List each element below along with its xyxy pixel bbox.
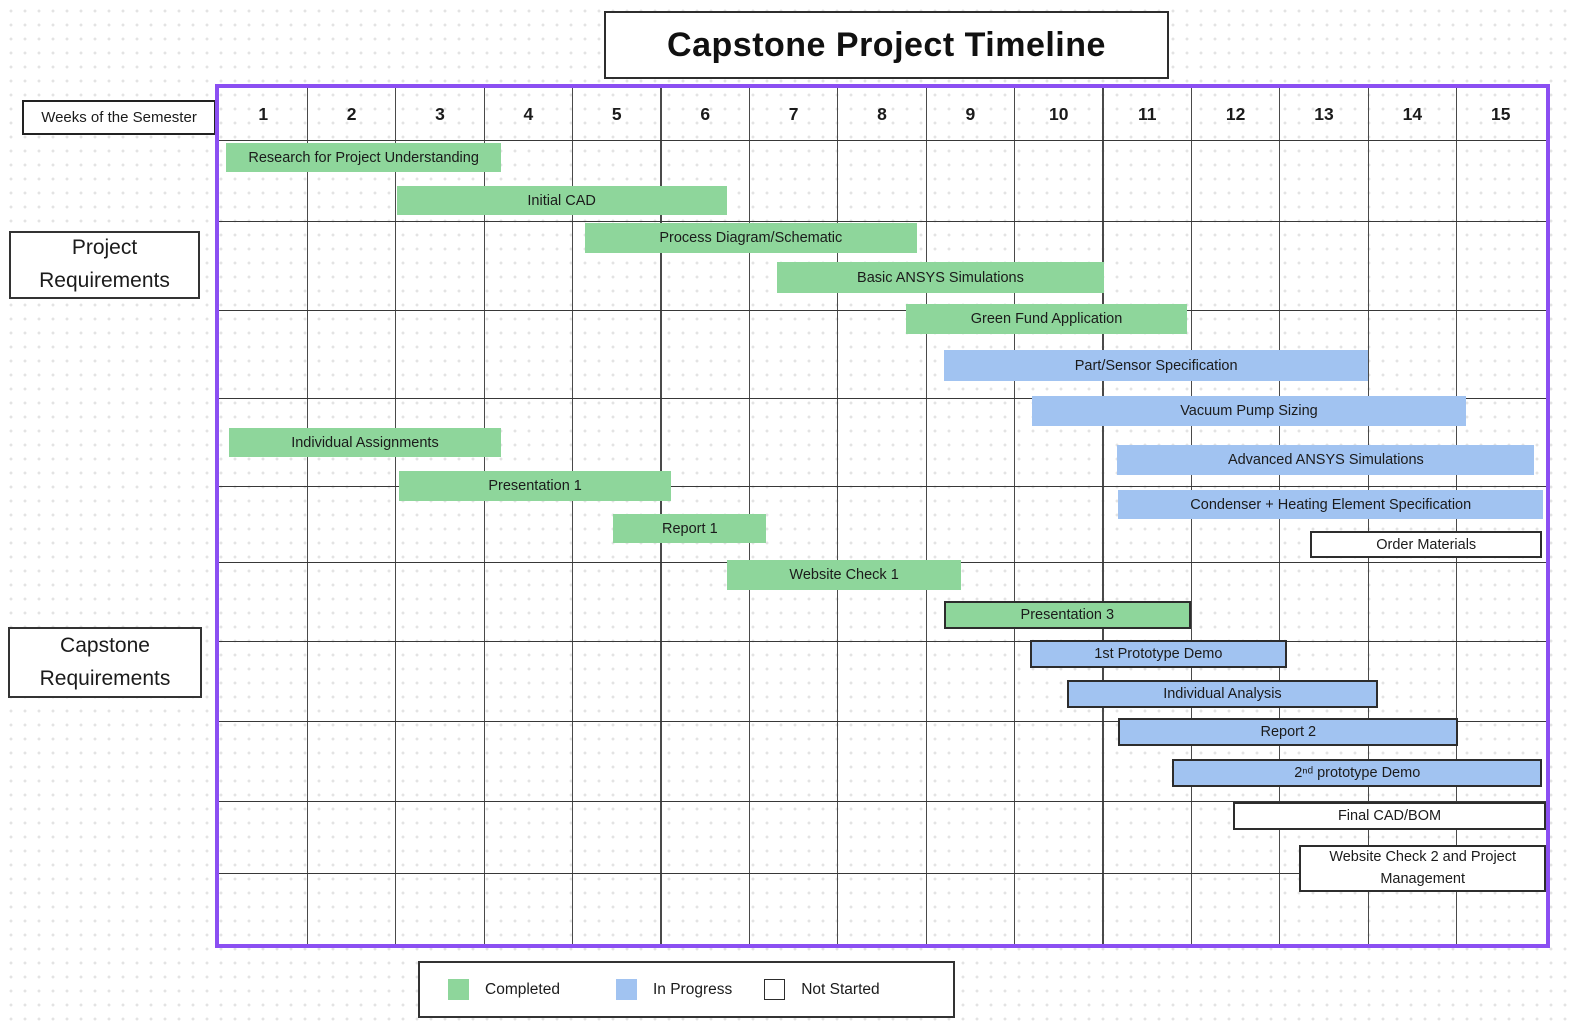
task-label: Order Materials [1376,536,1477,553]
task-label: Website Check 1 [789,567,899,583]
task-bar: Process Diagram/Schematic [585,223,917,253]
task-label: Final CAD/BOM [1337,808,1442,824]
task-label: Part/Sensor Specification [1074,357,1238,374]
grid-vline [1013,88,1016,944]
grid-hline [219,140,1546,142]
task-label: Individual Analysis [1163,686,1282,702]
grid-vline [395,88,397,944]
week-number: 7 [788,103,799,124]
task-bar: Individual Analysis [1066,680,1379,708]
grid-hline [219,641,1546,643]
grid-hline [219,486,1546,488]
task-label: Basic ANSYS Simulations [857,269,1024,286]
task-bar: Final CAD/BOM [1233,802,1546,830]
task-bar: Presentation 3 [943,601,1191,629]
grid-vline [925,88,927,944]
week-number: 6 [700,103,711,124]
task-bar: Green Fund Application [905,304,1188,334]
grid-hline [219,801,1546,803]
task-bar: Report 2 [1118,718,1459,746]
title-box: Capstone Project Timeline [604,11,1169,79]
grid-hline [219,721,1546,723]
task-label: Green Fund Application [970,311,1123,327]
legend-swatch-in_progress [615,979,637,1000]
week-number: 8 [877,103,887,124]
task-bar: Individual Assignments [228,428,502,457]
task-label: 2ⁿᵈ prototype Demo [1294,765,1421,781]
grid-hline [219,398,1546,400]
task-bar: Order Materials [1309,531,1543,558]
legend-item: In Progress [615,979,733,1000]
grid-vline [306,88,309,944]
legend-label: Not Started [801,980,880,998]
task-bar: Website Check 1 [727,560,961,590]
week-number: 1 [258,103,269,124]
week-number: 9 [965,103,976,124]
task-label: Research for Project Understanding [248,149,479,166]
task-bar: 1st Prototype Demo [1029,640,1287,668]
task-label: Report 1 [662,520,718,537]
task-bar: Research for Project Understanding [226,143,502,172]
task-label: Vacuum Pump Sizing [1180,403,1318,419]
week-number: 2 [346,103,357,124]
legend-swatch-completed [448,979,469,1000]
grid-vline [571,88,574,944]
page-title: Capstone Project Timeline [667,25,1106,64]
section-label-capstone-requirements: Capstone Requirements [8,627,202,698]
grid-hline [219,873,1546,875]
week-number: 15 [1491,103,1511,124]
week-number: 3 [435,103,445,124]
task-bar: Report 1 [613,514,767,543]
task-label: Condenser + Heating Element Specificatio… [1190,496,1472,513]
week-number: 4 [523,103,534,124]
grid-vline [1102,88,1104,944]
week-number: 12 [1225,103,1246,124]
grid-vline [483,88,485,944]
task-label: Presentation 3 [1020,607,1115,623]
section-label-project-requirements: Project Requirements [9,231,200,299]
legend-label: In Progress [652,980,733,998]
task-label: Process Diagram/Schematic [659,230,843,246]
grid-vline [837,88,839,944]
week-number: 14 [1402,103,1423,124]
task-label: Website Check 2 and Project Management [1329,848,1517,887]
task-bar: Advanced ANSYS Simulations [1117,445,1535,475]
week-number: 5 [611,103,622,124]
week-number: 11 [1137,103,1157,124]
task-label: Presentation 1 [488,478,582,494]
week-axis-label-box: Weeks of the Semester [22,100,216,135]
task-label: Report 2 [1260,724,1317,740]
task-bar: Website Check 2 and Project Management [1299,845,1546,892]
task-label: Advanced ANSYS Simulations [1227,452,1424,468]
task-label: 1st Prototype Demo [1094,646,1223,662]
grid-hline [219,221,1546,223]
legend-item: Not Started [764,979,880,1000]
week-axis-label: Weeks of the Semester [41,109,197,126]
task-bar: Vacuum Pump Sizing [1032,396,1466,426]
task-bar: 2ⁿᵈ prototype Demo [1172,759,1543,787]
task-bar: Basic ANSYS Simulations [776,262,1104,293]
task-label: Initial CAD [527,192,596,209]
legend: Completed In Progress Not Started [418,961,955,1018]
grid-hline [219,310,1546,312]
legend-swatch-not_started [764,979,786,1000]
task-bar: Condenser + Heating Element Specificatio… [1118,490,1544,519]
task-bar: Part/Sensor Specification [943,350,1369,381]
task-bar: Initial CAD [396,186,727,215]
task-bar: Presentation 1 [399,471,671,501]
week-number: 10 [1049,103,1069,124]
week-number: 13 [1314,103,1334,124]
legend-label: Completed [485,980,560,998]
task-label: Individual Assignments [291,434,439,451]
legend-item: Completed [448,979,560,1000]
